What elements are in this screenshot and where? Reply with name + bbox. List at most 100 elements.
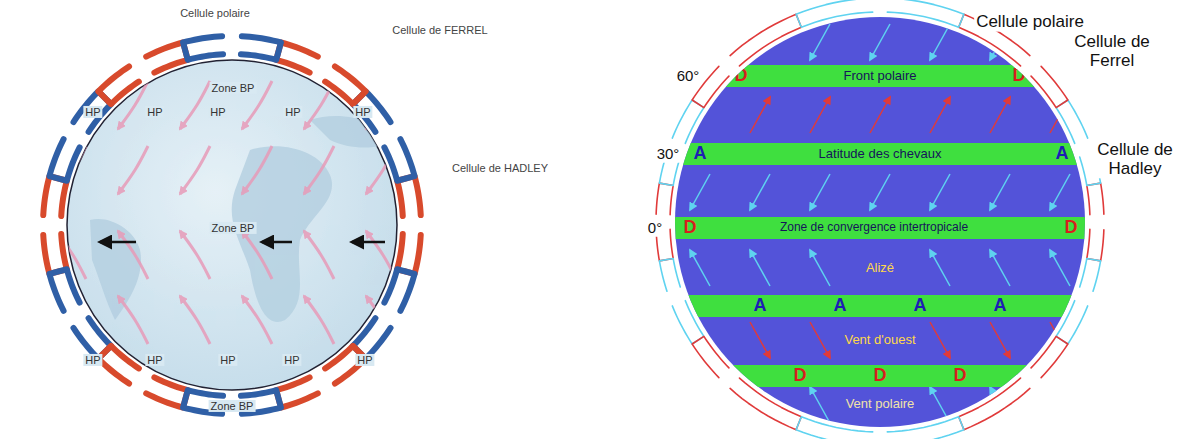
cell-name: Cellule de Hadley (1090, 141, 1180, 178)
cell-name: Cellule de HADLEY (450, 162, 550, 174)
pressure-letter: D (1013, 66, 1026, 86)
wind-arrow (750, 250, 770, 286)
cell-name: Cellule de FERREL (390, 24, 489, 36)
wind-name: Vent polaire (846, 397, 915, 411)
pressure-letter: D (874, 366, 887, 386)
pressure-letter: A (994, 296, 1007, 316)
wind-arrow (750, 387, 770, 423)
equator-arrow (352, 241, 385, 244)
wind-arrow (810, 322, 830, 358)
pressure-letter: A (754, 296, 767, 316)
wind-arrow (690, 174, 710, 210)
cell-loop (183, 36, 223, 60)
wind-arrow (750, 97, 770, 133)
pressure-zone: Zone BP (209, 400, 256, 412)
wind-arrow (690, 24, 710, 60)
pressure-label: HP (145, 106, 164, 118)
wind-arrow (810, 97, 830, 133)
wind-arrow (810, 250, 830, 286)
pressure-label: HP (145, 354, 164, 366)
wind-globe (675, 17, 1085, 427)
wind-arrow (180, 296, 210, 344)
wind-arrow (304, 231, 334, 279)
pressure-letter: A (914, 296, 927, 316)
wind-arrow (930, 387, 950, 423)
pressure-letter: D (735, 66, 748, 86)
pressure-zone: Zone BP (210, 222, 257, 234)
band-name: Zone de convergence intertropicale (780, 221, 968, 234)
cell-loop (49, 269, 79, 311)
earth-globe (67, 60, 397, 390)
band-name: Latitude des chevaux (819, 147, 942, 161)
band-name: Front polaire (844, 69, 917, 83)
pressure-letter: D (684, 218, 697, 238)
cell-loop (887, 0, 964, 27)
cell-loop (98, 346, 139, 384)
equator-arrow (262, 241, 292, 244)
wind-arrow (242, 146, 272, 194)
latitude-label: 0° (646, 220, 664, 237)
wind-arrow (870, 24, 890, 60)
wind-arrow (304, 146, 334, 194)
pressure-band: DDD (675, 365, 1085, 387)
wind-arrow (690, 387, 710, 423)
wind-arrow (180, 146, 210, 194)
wind-arrow (242, 231, 272, 279)
cell-name: Cellule polaire (178, 7, 252, 19)
wind-arrow (930, 322, 950, 358)
pressure-letter: A (834, 296, 847, 316)
wind-arrow (930, 250, 950, 286)
cell-loop (887, 417, 964, 439)
cell-loop (384, 269, 414, 311)
wind-arrow (242, 296, 272, 344)
wind-arrow (180, 231, 210, 279)
wind-arrow (990, 174, 1010, 210)
wind-arrow (366, 231, 396, 279)
wind-arrow (750, 322, 770, 358)
cell-loop (325, 66, 366, 104)
cell-loop (796, 0, 873, 27)
cell-loop (730, 14, 801, 66)
pressure-label: HP (83, 106, 102, 118)
cell-loop (384, 139, 414, 181)
pressure-label: HP (282, 354, 301, 366)
cell-loop (659, 258, 680, 291)
wind-arrow (180, 81, 210, 129)
wind-arrow (930, 174, 950, 210)
cell-loop (1080, 258, 1101, 291)
cell-loop (1056, 100, 1088, 143)
wind-name: Alizé (866, 261, 894, 275)
wind-arrow (1050, 250, 1070, 286)
pressure-letter: D (794, 366, 807, 386)
pressure-letter: A (1056, 144, 1069, 164)
cell-loop (656, 183, 673, 215)
wind-arrow (990, 250, 1010, 286)
wind-arrow (870, 97, 890, 133)
pressure-zone: Zone BP (210, 82, 257, 94)
cell-loop (98, 66, 139, 104)
wind-arrow (304, 81, 334, 129)
wind-arrow (990, 97, 1010, 133)
wind-arrow (1050, 387, 1070, 423)
wind-arrow (810, 24, 830, 60)
pressure-label: HP (283, 106, 302, 118)
wind-globe: AlizéVent d'ouestVent polaireDFront pola… (675, 17, 1085, 427)
cell-loop (1087, 229, 1104, 261)
wind-arrow (690, 250, 710, 286)
pressure-band: A Latitude des chevaux A (675, 143, 1085, 165)
pressure-letter: D (954, 366, 967, 386)
wind-arrow (990, 387, 1010, 423)
pressure-letter: A (694, 144, 707, 164)
wind-arrow (118, 231, 148, 279)
wind-arrow (118, 296, 148, 344)
pressure-band: D Front polaire D (675, 65, 1085, 87)
cell-loop (241, 36, 281, 60)
pressure-letter: D (1065, 218, 1078, 238)
cell-loop (49, 139, 79, 181)
wind-arrow (304, 296, 334, 344)
wind-arrow (870, 174, 890, 210)
pressure-label: HP (353, 106, 372, 118)
pressure-label: HP (355, 354, 374, 366)
pressure-label: HP (83, 354, 102, 366)
